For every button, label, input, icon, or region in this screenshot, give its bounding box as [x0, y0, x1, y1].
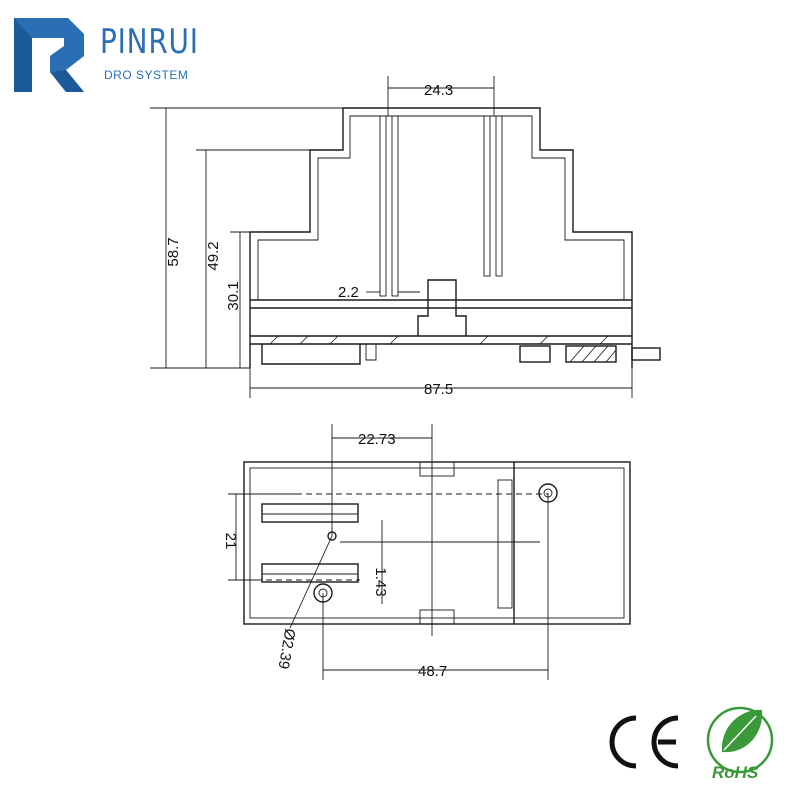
dim-hole-diameter: Ø2.39	[275, 627, 299, 670]
dim-low-height: 30.1	[225, 281, 242, 310]
brand-tagline: DRO SYSTEM	[104, 68, 189, 82]
brand-logo-icon	[14, 18, 84, 92]
rohs-label: RoHS	[712, 763, 759, 782]
ce-mark-icon	[609, 715, 679, 769]
dim-small-offset: 1.43	[372, 567, 389, 596]
bottom-view-outline	[243, 461, 631, 625]
rohs-leaf-icon: RoHS	[706, 706, 774, 782]
base-hatching	[269, 335, 609, 345]
r-block-logo-icon	[14, 18, 84, 92]
dim-mid-height: 49.2	[205, 241, 222, 270]
dim-hole-spacing: 48.7	[418, 663, 447, 680]
dim-total-height: 58.7	[165, 237, 182, 266]
brand-name: PINRUI	[100, 22, 199, 62]
dim-pin-gap: 2.2	[338, 284, 359, 301]
dim-total-width: 87.5	[424, 381, 453, 398]
front-dimension-lines	[150, 76, 633, 398]
dim-top-width: 24.3	[424, 82, 453, 99]
dim-pin-offset: 22.73	[358, 431, 396, 448]
front-view-outline	[249, 107, 661, 368]
bottom-dimension-lines	[228, 424, 549, 680]
dim-pin-spacing: 21	[222, 533, 239, 550]
